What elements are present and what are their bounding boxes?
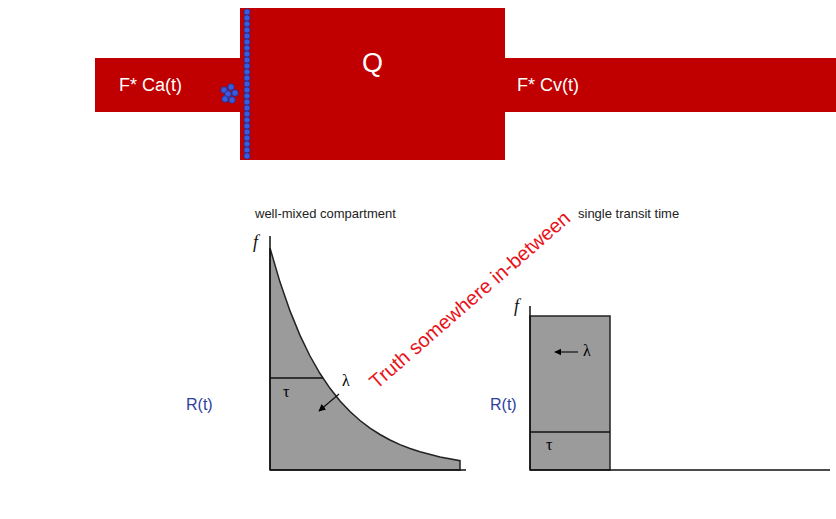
mean-transit-line (530, 431, 610, 433)
symbol-label: τ (546, 436, 552, 454)
node-text: F* Cv(t) (517, 75, 579, 96)
x-axis (530, 469, 830, 471)
membrane-dot (244, 147, 250, 153)
compartment-box: Q (240, 8, 505, 160)
symbol-label: τ (283, 383, 289, 401)
membrane-dot (244, 141, 250, 147)
x-axis (270, 469, 466, 471)
membrane-dot (244, 15, 250, 21)
outflow-tube: F* Cv(t) (505, 58, 836, 112)
symbol-label: λ (342, 372, 350, 390)
membrane-dot (244, 93, 250, 99)
membrane-dot (244, 123, 250, 129)
axis-label: R(t) (490, 396, 517, 414)
membrane-dot (244, 105, 250, 111)
plot-title: single transit time (578, 207, 679, 222)
membrane-dot (244, 111, 250, 117)
membrane-dot (244, 81, 250, 87)
membrane-dot (244, 33, 250, 39)
membrane-dot (244, 135, 250, 141)
axis-label: f (253, 232, 258, 253)
axis-label: R(t) (186, 396, 213, 414)
inflow-tube: F* Ca(t) (95, 58, 240, 112)
exponential-area (270, 248, 460, 470)
membrane-dot (244, 69, 250, 75)
lambda-pointer (555, 351, 578, 352)
node-text: F* Ca(t) (119, 75, 182, 96)
y-axis (269, 236, 271, 470)
molecule-cluster (221, 84, 238, 103)
membrane-dot (244, 45, 250, 51)
membrane-dot (244, 129, 250, 135)
membrane-dot (244, 57, 250, 63)
membrane-dot (244, 87, 250, 93)
lambda-pointer (319, 394, 339, 411)
node-text: Q (362, 48, 383, 79)
transit-area (530, 316, 610, 470)
membrane-dot (244, 9, 250, 15)
membrane-dot (244, 99, 250, 105)
membrane-dots (244, 9, 250, 159)
membrane-dot (244, 39, 250, 45)
axis-label: f (514, 296, 519, 317)
membrane-dot (244, 153, 250, 159)
plot-title: well-mixed compartment (255, 207, 396, 222)
membrane-dot (244, 63, 250, 69)
symbol-label: λ (583, 342, 591, 360)
mean-transit-line (270, 377, 323, 379)
y-axis (529, 306, 531, 470)
membrane-dot (244, 51, 250, 57)
membrane-dot (244, 117, 250, 123)
membrane-dot (244, 27, 250, 33)
membrane-dot (244, 21, 250, 27)
membrane-dot (244, 75, 250, 81)
